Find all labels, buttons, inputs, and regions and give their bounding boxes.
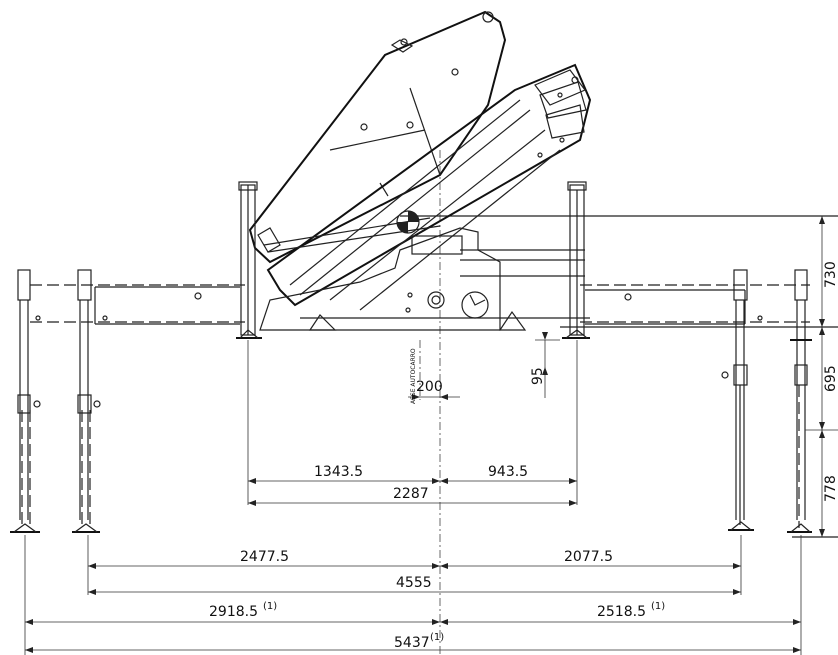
leg-mid-left (72, 269, 101, 533)
dim-label-side-730: 730 (823, 261, 838, 288)
dim-label-mid-total: 4555 (396, 575, 432, 591)
leg-outer-left (10, 269, 41, 533)
axle-label: ASSE AUTOCARRO (410, 348, 417, 404)
dim-label-inner-right: 943.5 (488, 464, 528, 480)
leg-inner-left (236, 181, 262, 339)
crane-base (259, 227, 590, 331)
dim-label-mid-right: 2077.5 (564, 549, 613, 565)
dim-label-outer-right-note: (1) (651, 601, 665, 612)
dim-label-side-695: 695 (823, 365, 838, 392)
leg-inner-right (562, 181, 590, 339)
dim-label-inner-total: 2287 (393, 486, 429, 502)
crane-boom (248, 10, 592, 311)
outrigger-beams (30, 284, 810, 325)
dim-label-outer-left-note: (1) (263, 601, 277, 612)
dim-label-outer-left: 2918.5 (209, 604, 258, 620)
dim-label-outer-right: 2518.5 (597, 604, 646, 620)
dim-label-offset: 200 (416, 379, 443, 395)
dim-label-side-778: 778 (823, 475, 838, 502)
dim-label-height: 95 (530, 367, 546, 385)
dim-label-outer-total: 5437 (394, 635, 430, 651)
leg-outer-right (787, 269, 812, 533)
dim-label-inner-left: 1343.5 (314, 464, 363, 480)
leg-mid-right (721, 269, 754, 531)
dim-label-outer-total-note: (1) (430, 632, 444, 643)
dim-label-mid-left: 2477.5 (240, 549, 289, 565)
